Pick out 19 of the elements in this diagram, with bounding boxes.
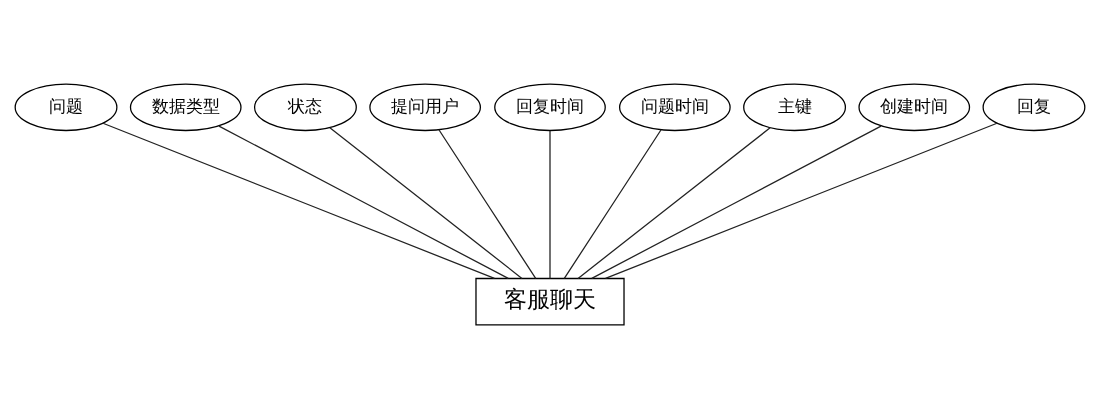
node-ellipse: 数据类型 (129, 83, 242, 131)
connector (591, 124, 882, 279)
node-ellipse: 创建时间 (858, 83, 971, 131)
node-ellipse: 回复 (982, 83, 1086, 131)
node-ellipse: 状态 (253, 83, 357, 131)
connector (329, 126, 523, 279)
node-ellipse: 主键 (743, 83, 847, 131)
connector (563, 128, 662, 279)
connector (604, 122, 998, 279)
node-ellipse: 提问用户 (369, 83, 482, 131)
connector (577, 126, 771, 279)
connector (549, 129, 551, 279)
node-ellipse: 问题 (14, 83, 118, 131)
node-ellipse: 回复时间 (494, 83, 606, 131)
connector (218, 124, 509, 279)
connector (102, 122, 496, 279)
node-ellipse: 问题时间 (618, 83, 731, 131)
node-box: 客服聊天 (475, 277, 625, 325)
connector (438, 128, 537, 279)
